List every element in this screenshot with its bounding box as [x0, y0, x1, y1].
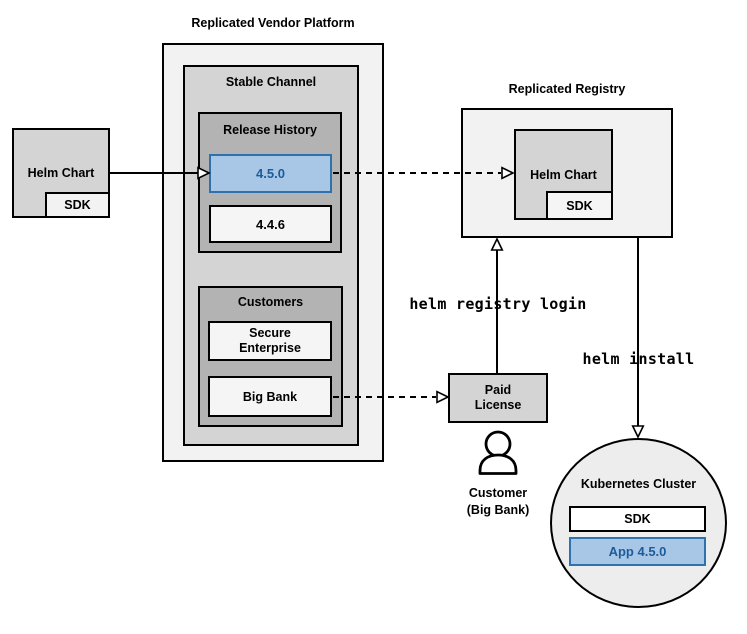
secure-enterprise-line1: Secure	[249, 326, 291, 340]
registry-sdk-label: SDK	[566, 198, 593, 213]
cluster-sdk-label: SDK	[624, 512, 651, 526]
cluster-sdk-box: SDK	[569, 506, 706, 532]
paid-license-line2: License	[474, 398, 522, 412]
registry-title: Replicated Registry	[508, 82, 626, 96]
source-sdk-label: SDK	[64, 198, 91, 212]
registry-sdk-box: SDK	[546, 191, 613, 220]
paid-license-box: Paid License	[448, 373, 548, 423]
secure-enterprise-line2: Enterprise	[239, 341, 301, 355]
release-box-446: 4.4.6	[209, 205, 332, 243]
source-helm-chart-label: Helm Chart	[27, 166, 95, 180]
registry-helm-chart-label: Helm Chart	[530, 167, 597, 182]
big-bank-label: Big Bank	[242, 389, 298, 404]
release-box-450: 4.5.0	[209, 154, 332, 193]
customer-box-big-bank: Big Bank	[208, 376, 332, 417]
source-sdk-box: SDK	[45, 192, 110, 218]
cmd-helm-install: helm install	[582, 350, 695, 368]
customer-box-secure-enterprise: Secure Enterprise	[208, 321, 332, 361]
customers-label: Customers	[237, 295, 304, 309]
customer-caption-line1: Customer	[468, 486, 528, 500]
customer-caption: Customer (Big Bank)	[443, 485, 553, 519]
release-450-label: 4.5.0	[256, 166, 285, 181]
person-icon	[478, 430, 518, 475]
cmd-helm-registry-login: helm registry login	[409, 295, 587, 313]
stable-channel-label: Stable Channel	[225, 75, 317, 89]
release-history-label: Release History	[223, 123, 317, 137]
customer-caption-line2: (Big Bank)	[466, 503, 530, 517]
vendor-platform-title: Replicated Vendor Platform	[191, 16, 355, 30]
helm-install-arrow	[631, 238, 645, 439]
paid-license-line1: Paid	[484, 383, 512, 397]
cluster-app-label: App 4.5.0	[608, 544, 667, 559]
release-446-label: 4.4.6	[256, 216, 285, 232]
cluster-app-box: App 4.5.0	[569, 537, 706, 566]
kubernetes-cluster-title: Kubernetes Cluster	[580, 477, 697, 491]
